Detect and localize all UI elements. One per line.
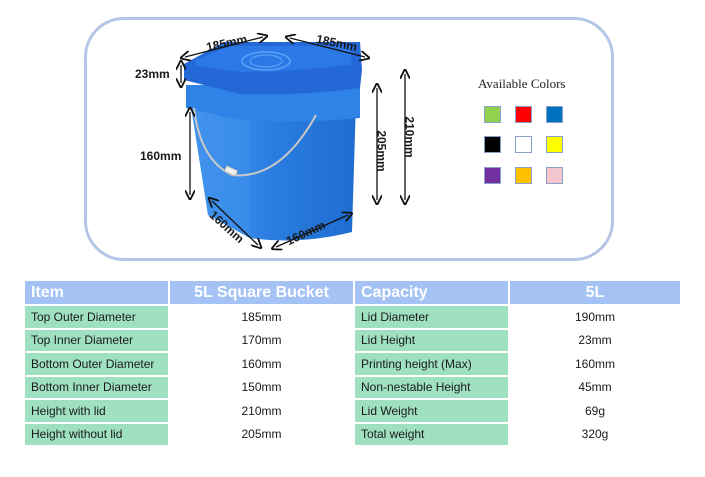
table-row: Top Inner Diameter 170mm Lid Height 23mm	[25, 329, 680, 351]
swatch-red	[515, 106, 532, 123]
row-value: 69g	[510, 400, 680, 422]
swatch-yellow	[546, 136, 563, 153]
row-label: Bottom Inner Diameter	[25, 376, 168, 398]
table-row: Top Outer Diameter 185mm Lid Diameter 19…	[25, 306, 680, 328]
row-label: Printing height (Max)	[355, 353, 508, 375]
swatch-green	[484, 106, 501, 123]
row-label: Lid Diameter	[355, 306, 508, 328]
table-row: Bottom Inner Diameter 150mm Non-nestable…	[25, 376, 680, 398]
swatch-white	[515, 136, 532, 153]
row-label: Height without lid	[25, 423, 168, 445]
row-value: 150mm	[170, 376, 353, 398]
row-label: Lid Weight	[355, 400, 508, 422]
swatch-purple	[484, 167, 501, 184]
table-row: Height without lid 205mm Total weight 32…	[25, 423, 680, 445]
dim-body-height: 160mm	[140, 149, 182, 163]
row-value: 23mm	[510, 329, 680, 351]
row-label: Height with lid	[25, 400, 168, 422]
swatch-pink	[546, 167, 563, 184]
row-value: 185mm	[170, 306, 353, 328]
spec-table: Item 5L Square Bucket Capacity 5L Top Ou…	[23, 279, 682, 447]
table-row: Bottom Outer Diameter 160mm Printing hei…	[25, 353, 680, 375]
available-colors-title: Available Colors	[478, 76, 566, 91]
row-value: 205mm	[170, 423, 353, 445]
dim-lid-height: 23mm	[135, 67, 170, 81]
row-value: 190mm	[510, 306, 680, 328]
row-label: Total weight	[355, 423, 508, 445]
row-label: Top Outer Diameter	[25, 306, 168, 328]
row-value: 320g	[510, 423, 680, 445]
dim-height-without-lid: 205mm	[374, 130, 389, 172]
row-value: 160mm	[170, 353, 353, 375]
dim-height-with-lid: 210mm	[402, 116, 417, 158]
header-capacity-value: 5L	[510, 281, 680, 304]
header-product: 5L Square Bucket	[170, 281, 353, 304]
swatch-blue	[546, 106, 563, 123]
table-row: Height with lid 210mm Lid Weight 69g	[25, 400, 680, 422]
table-header-row: Item 5L Square Bucket Capacity 5L	[25, 281, 680, 304]
product-diagram-frame	[84, 17, 614, 261]
bucket-illustration	[0, 0, 705, 270]
row-value: 210mm	[170, 400, 353, 422]
row-value: 160mm	[510, 353, 680, 375]
row-label: Lid Height	[355, 329, 508, 351]
header-capacity: Capacity	[355, 281, 508, 304]
row-label: Non-nestable Height	[355, 376, 508, 398]
row-value: 170mm	[170, 329, 353, 351]
row-label: Top Inner Diameter	[25, 329, 168, 351]
row-label: Bottom Outer Diameter	[25, 353, 168, 375]
header-item: Item	[25, 281, 168, 304]
row-value: 45mm	[510, 376, 680, 398]
swatch-orange	[515, 167, 532, 184]
swatch-black	[484, 136, 501, 153]
